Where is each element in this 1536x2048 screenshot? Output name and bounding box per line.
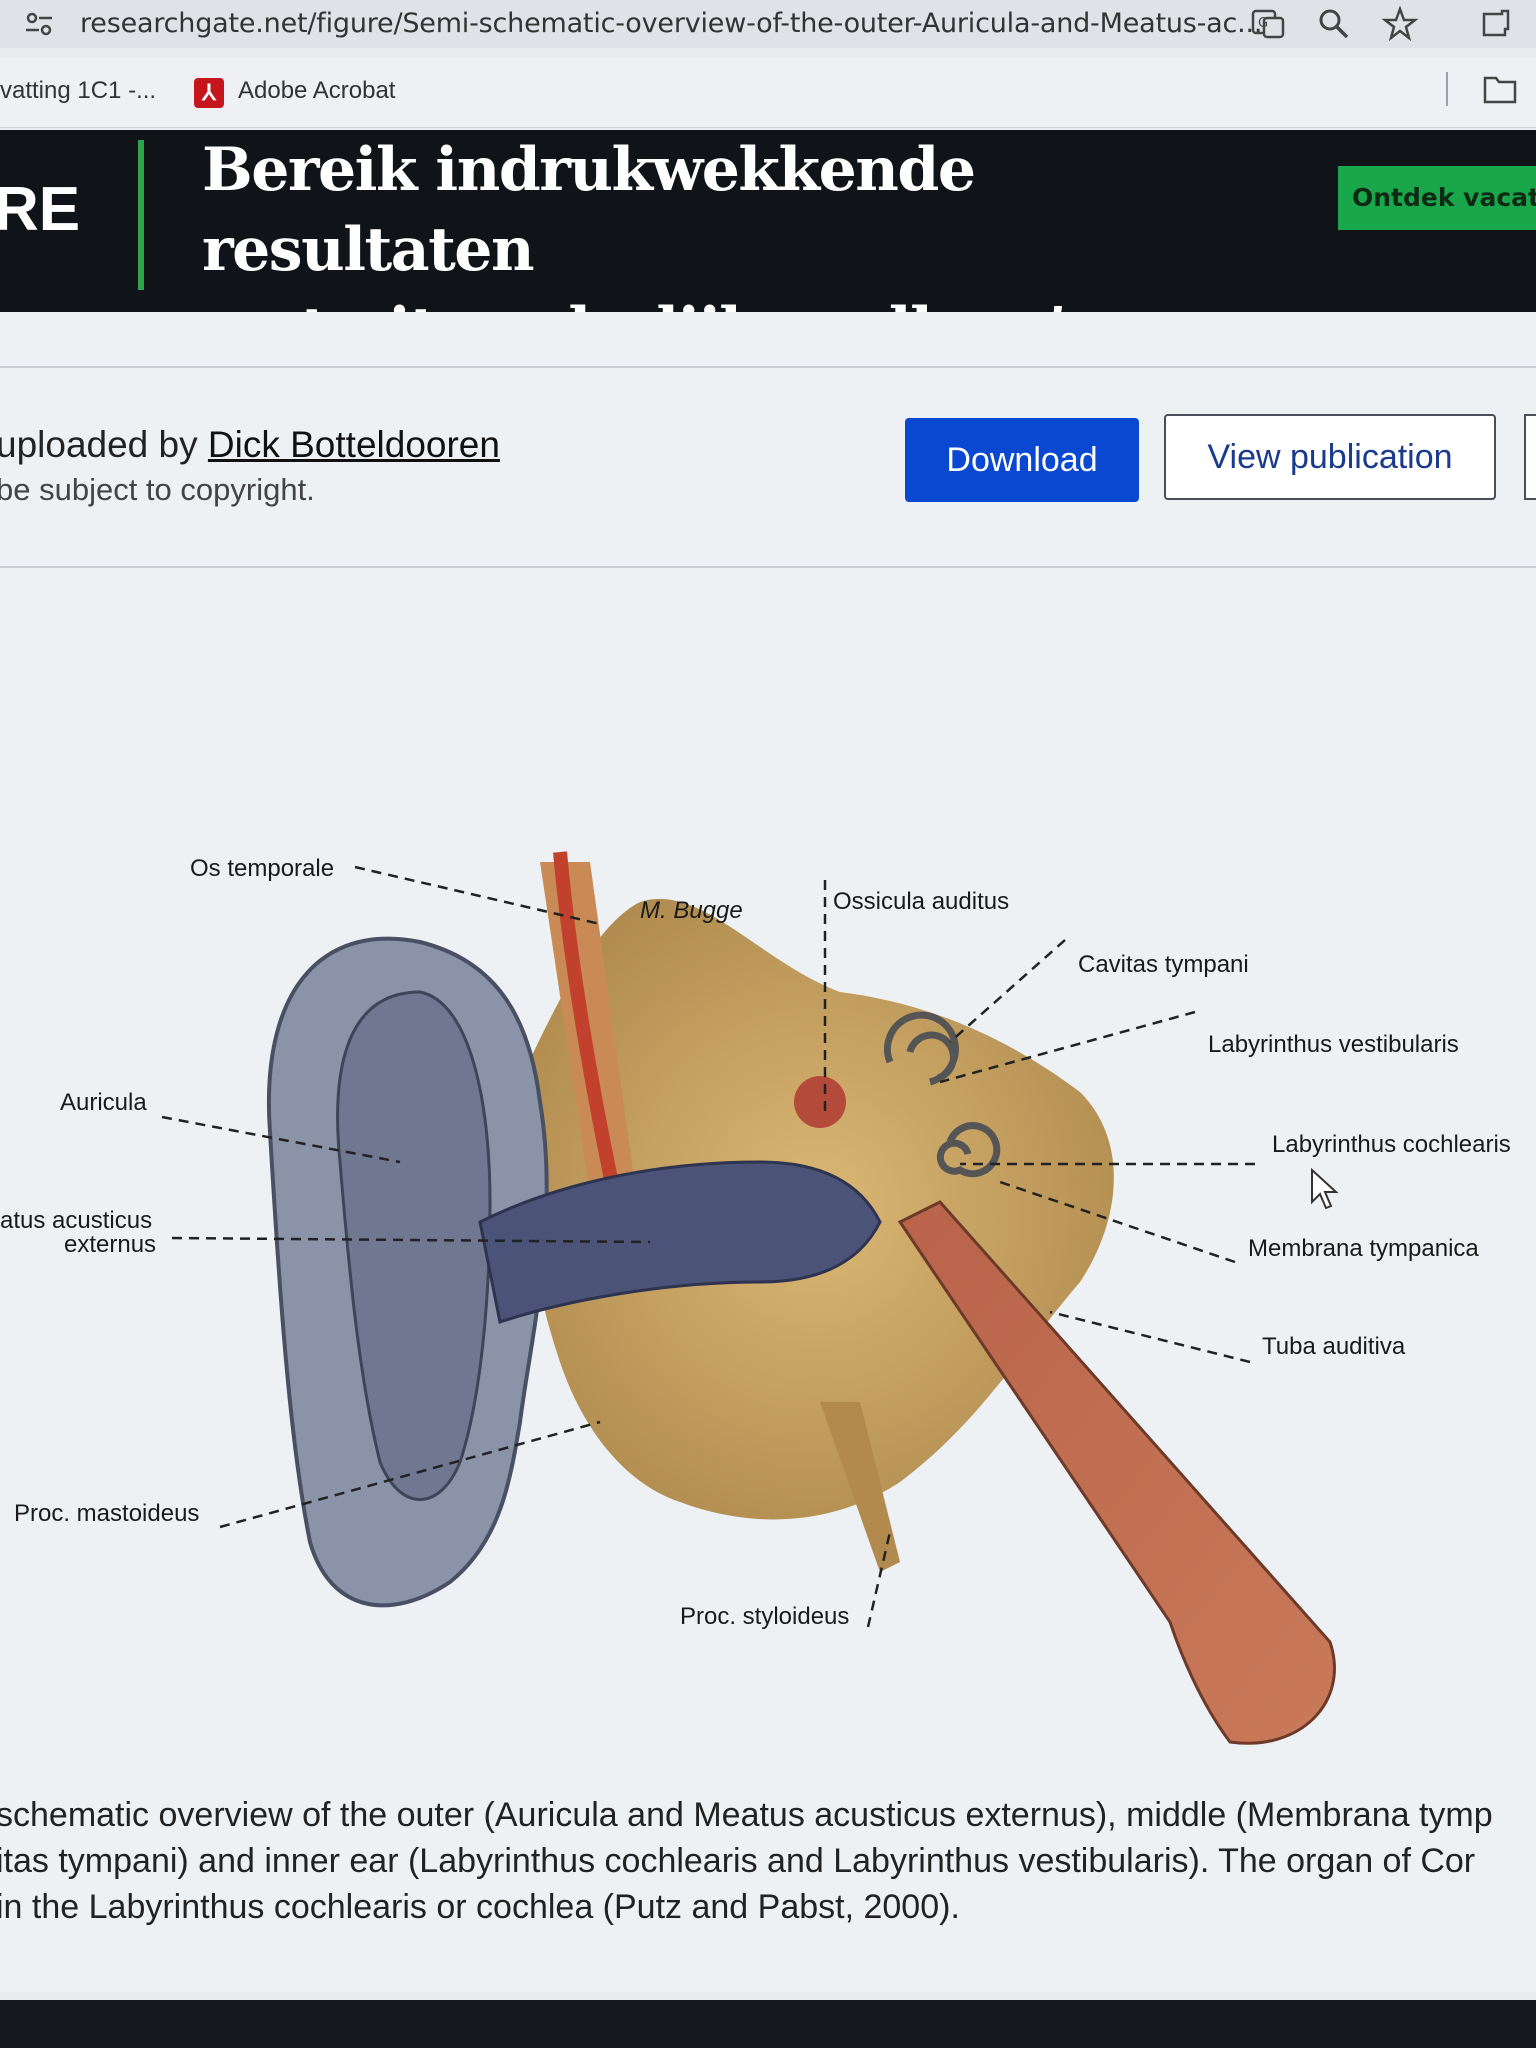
bookmark-item[interactable]: vatting 1C1 -... [0,77,157,104]
ad-headline-line2: met uitzonderlijke collega’s. [202,290,1302,312]
folder-icon[interactable] [1482,72,1518,106]
taskbar [0,2000,1536,2048]
ad-headline-line1: Bereik indrukwekkende resultaten [202,135,976,285]
zoom-icon[interactable] [1316,6,1352,42]
divider [0,566,1536,568]
eustachian-tube [897,1200,1336,1745]
label-labyrinthus-cochlearis: Labyrinthus cochlearis [1272,1131,1511,1158]
figure-caption: schematic overview of the outer (Auricul… [0,1792,1536,1930]
label-proc-styloideus: Proc. styloideus [680,1603,849,1630]
view-publication-button[interactable]: View publication [1164,414,1496,500]
ear-canal [478,1160,882,1324]
acrobat-icon: ⅄ [194,78,224,108]
cochlea [936,1122,1001,1178]
label-meatus-line2: externus [64,1231,156,1258]
figure-page: uploaded by Dick Botteldooren be subject… [0,312,1536,1992]
advertisement-banner[interactable]: RE Bereik indrukwekkende resultaten met … [0,130,1536,312]
auricle-inner [336,990,492,1501]
label-labyrinthus-vestibularis: Labyrinthus vestibularis [1208,1031,1459,1058]
artist-signature: M. Bugge [640,897,743,924]
blood-vessel [553,851,627,1224]
extensions-icon[interactable] [1478,6,1514,42]
bookmark-star-icon[interactable] [1382,6,1418,42]
caption-line1: schematic overview of the outer (Auricul… [0,1796,1493,1834]
leader-lines [161,865,1255,1628]
figure-image[interactable]: M. Bugge Os temporale Ossicula auditus C… [0,662,1536,2042]
uploader-link[interactable]: Dick Botteldooren [207,424,500,465]
download-button[interactable]: Download [905,418,1139,502]
mouse-cursor-icon [1311,1167,1339,1210]
translate-icon[interactable]: G [1250,6,1286,42]
label-tuba-auditiva: Tuba auditiva [1262,1333,1406,1360]
ad-accent-bar [138,140,144,290]
more-actions-button[interactable] [1524,414,1536,500]
copyright-note: be subject to copyright. [0,472,315,507]
ossicles [794,1076,846,1128]
label-os-temporale: Os temporale [190,855,334,882]
uploaded-prefix: uploaded by [0,424,208,465]
ad-logo: RE [0,175,81,244]
svg-text:G: G [1258,16,1268,31]
label-proc-mastoideus: Proc. mastoideus [14,1500,199,1527]
label-ossicula-auditus: Ossicula auditus [833,888,1009,915]
caption-line2: itas tympani) and inner ear (Labyrinthus… [0,1842,1476,1880]
bookmarks-bar: vatting 1C1 -... Adobe Acrobat [0,58,1536,128]
site-settings-icon[interactable] [24,10,54,38]
address-bar: researchgate.net/figure/Semi-schematic-o… [0,0,1536,48]
url-field[interactable]: researchgate.net/figure/Semi-schematic-o… [80,8,1263,39]
ear-diagram: M. Bugge Os temporale Ossicula auditus C… [0,851,1511,1745]
label-meatus-line1: atus acusticus [0,1207,152,1234]
semicircular-canals [883,1011,959,1086]
label-membrana-tympanica: Membrana tympanica [1248,1235,1479,1262]
styloid-process [820,1402,900,1572]
bookmark-adobe-acrobat[interactable]: Adobe Acrobat [238,77,396,104]
divider [0,366,1536,368]
label-cavitas-tympani: Cavitas tympani [1078,951,1249,978]
uploaded-by: uploaded by Dick Botteldooren [0,424,500,466]
label-auricula: Auricula [60,1089,147,1116]
caption-line3: in the Labyrinthus cochlearis or cochlea… [0,1888,960,1926]
ad-headline: Bereik indrukwekkende resultaten met uit… [202,130,1302,312]
bookmarks-divider [1446,72,1448,106]
